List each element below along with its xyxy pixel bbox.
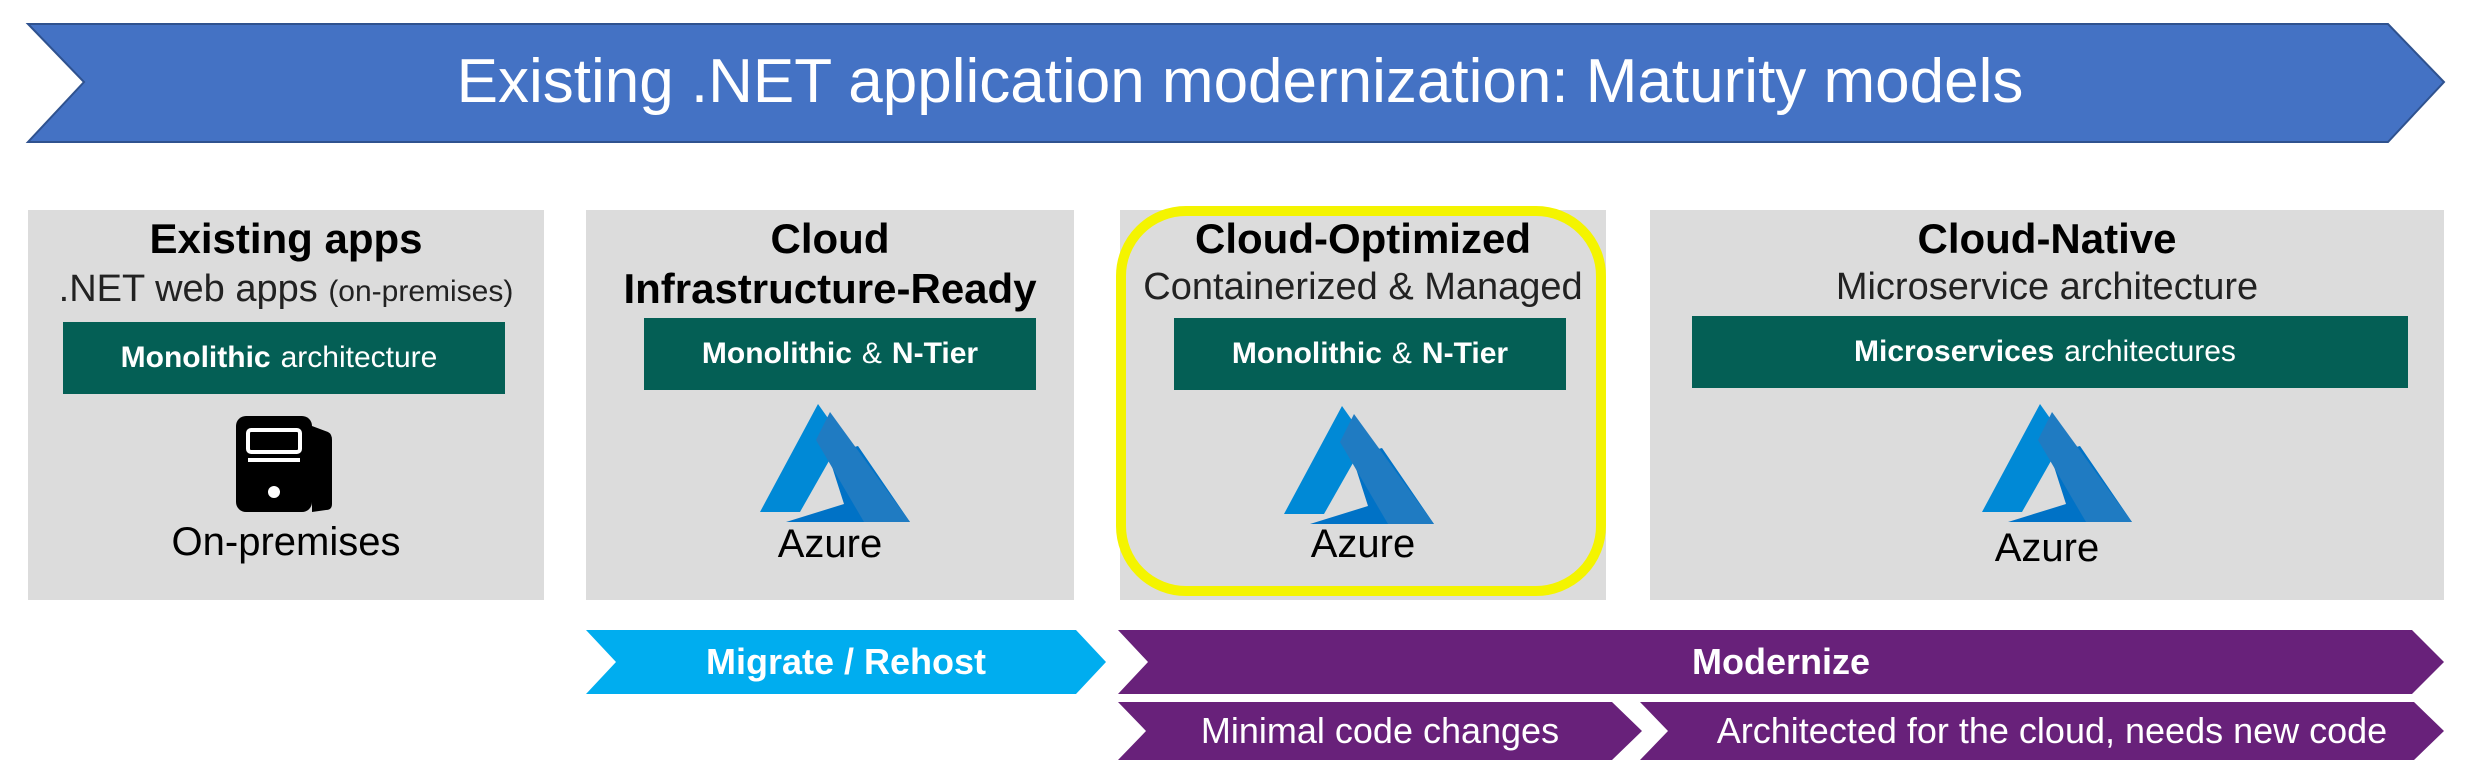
modernize-arrow-shape [1118,630,2444,694]
architecture-box: Microservices architectures [1692,316,2408,388]
panel-cloud-native: Cloud-Native Microservice architecture M… [1650,210,2444,600]
arch-rest: architectures [2064,335,2236,368]
panel-existing-apps: Existing apps .NET web apps (on-premises… [28,210,544,600]
banner-title: Existing .NET application modernization:… [456,46,2024,116]
modernize-arrow: Modernize [1118,630,2444,694]
panel-subtitle: .NET web apps (on-premises) [28,266,544,315]
platform-label: On-premises [171,520,401,564]
platform-label: Azure [1310,522,1416,566]
arch-bold-1: Monolithic [701,337,852,370]
azure-logo-icon [1982,404,2132,522]
architecture-box: Monolithic architecture [63,322,505,394]
panel-title: Cloud-Optimized [1195,215,1531,262]
architected-arrow: Architected for the cloud, needs new cod… [1640,702,2444,760]
azure-logo-icon [760,404,910,522]
arch-bold: Microservices [1854,335,2055,368]
migrate-arrow-shape [586,630,1106,694]
arch-bold: Monolithic [120,341,271,374]
arch-mid: & [1391,337,1412,370]
architecture-box: Monolithic & N-Tier [644,318,1036,390]
architected-label: Architected for the cloud, needs new cod… [1716,710,2388,751]
architected-arrow-shape [1640,702,2444,760]
panel-subtitle: Microservice architecture [1835,266,2259,308]
subtitle-text: .NET web apps [58,268,318,310]
architecture-box: Monolithic & N-Tier [1174,318,1566,390]
minimal-label: Minimal code changes [1200,710,1560,751]
arch-bold-2: N-Tier [891,337,979,370]
highlight-frame [1116,206,1606,596]
arch-rest: architecture [280,341,438,374]
minimal-arrow-shape [1118,702,1642,760]
server-icon [236,416,332,512]
panel-title-line2: Infrastructure-Ready [623,265,1037,312]
migrate-label: Migrate / Rehost [705,641,987,682]
azure-logo-icon [1284,406,1434,524]
subtitle-note: (on-premises) [328,275,514,308]
panel-title-line1: Cloud [770,215,890,262]
panel-title: Cloud-Native [1917,215,2177,262]
modernize-label: Modernize [1691,641,1870,682]
platform-label: Azure [1994,526,2100,570]
arch-mid: & [861,337,882,370]
minimal-code-changes-arrow: Minimal code changes [1118,702,1642,760]
panel-subtitle: Containerized & Managed [1143,266,1583,308]
platform-label: Azure [777,522,883,566]
migrate-rehost-arrow: Migrate / Rehost [586,630,1106,694]
arch-bold-1: Monolithic [1231,337,1382,370]
arch-bold-2: N-Tier [1421,337,1509,370]
panel-cloud-infrastructure-ready: Cloud Infrastructure-Ready Monolithic & … [586,210,1074,600]
panel-title: Existing apps [149,215,423,262]
panel-cloud-optimized: Cloud-Optimized Containerized & Managed … [1120,210,1606,600]
